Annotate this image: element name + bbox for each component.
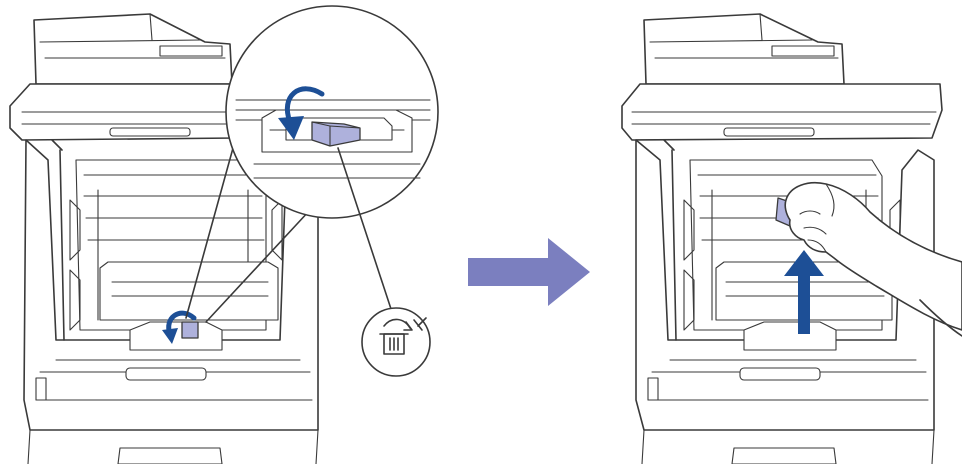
rotate-counterclockwise-icon <box>162 310 197 344</box>
trash-bin-icon <box>361 307 431 377</box>
magnifier-callout <box>185 5 439 323</box>
hand <box>784 182 962 337</box>
printer-before-illustration <box>9 13 319 464</box>
rotate-counterclockwise-icon <box>278 86 325 140</box>
arrow-up-icon <box>784 250 824 334</box>
printer-after-illustration <box>621 13 962 464</box>
scanner-unit <box>9 13 237 141</box>
printer-body <box>23 139 319 464</box>
scanner-unit <box>621 13 943 141</box>
arrow-right-icon <box>468 238 590 306</box>
printer-body <box>635 139 935 464</box>
